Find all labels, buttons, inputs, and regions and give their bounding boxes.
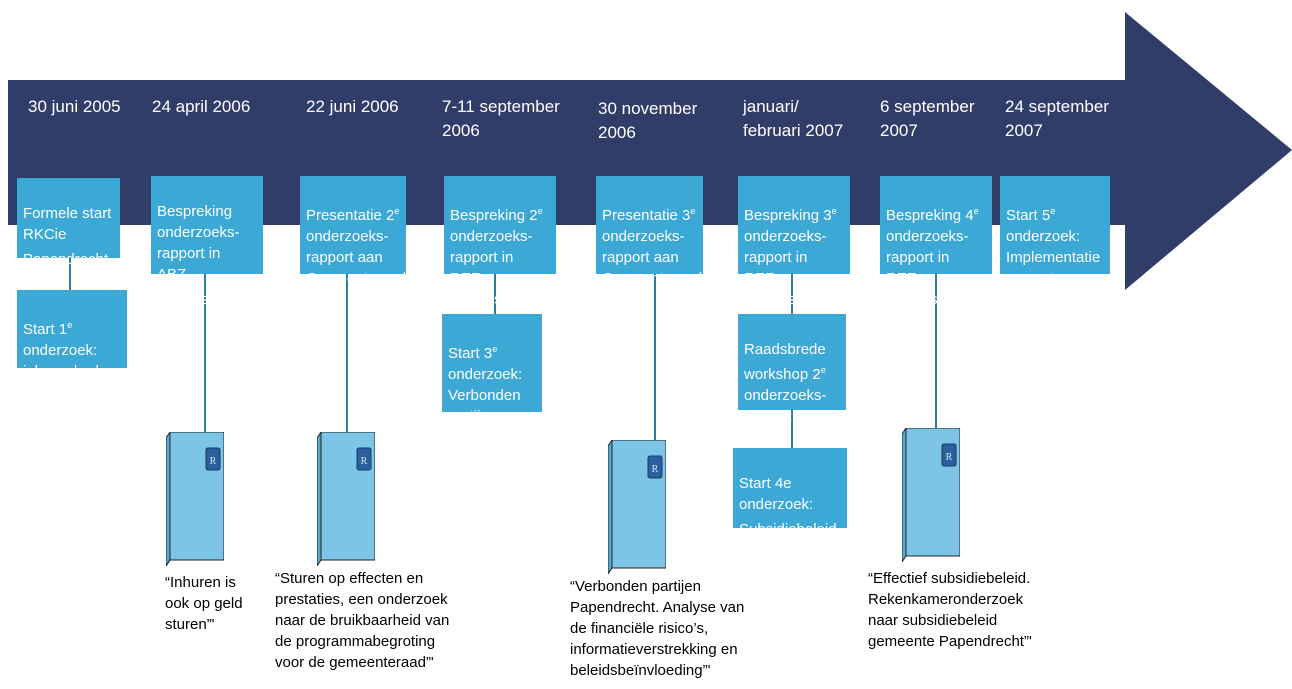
report-caption-4: “Effectief subsidiebeleid. Rekenkamerond… — [868, 570, 1032, 650]
date-7: 6 september 2007 — [880, 97, 975, 140]
event-box-5: Presentatie 3e onderzoeks- rapport aan G… — [596, 176, 703, 286]
event-box-6: Bespreking 3e onderzoeks- rapport in REF… — [738, 176, 850, 308]
event-box-2: Bespreking onderzoeks- rapport in ABZ- c… — [151, 176, 263, 308]
substart-box-1: Start 1e onderzoek: inhuur derden — [17, 290, 127, 380]
connector-6b — [791, 410, 793, 448]
date-1: 30 juni 2005 — [28, 97, 121, 116]
event-box-1: Formele start RKCie Papendrecht — [17, 178, 120, 268]
report-book-icon-2: R — [317, 432, 375, 566]
svg-text:R: R — [652, 464, 659, 475]
connector-2 — [204, 274, 206, 440]
event-box-4: Bespreking 2e onderzoeks- rapport in REF… — [444, 176, 556, 308]
date-6: januari/ februari 2007 — [743, 97, 844, 140]
connector-7 — [935, 274, 937, 436]
event-box-7: Bespreking 4e onderzoeks- rapport in REF… — [880, 176, 992, 308]
date-2: 24 april 2006 — [152, 97, 251, 116]
event-box-3: Presentatie 2e onderzoeks- rapport aan G… — [300, 176, 406, 286]
report-caption-1: “Inhuren is ook op geld sturen”' — [165, 574, 243, 633]
substart-box-4: Start 4e onderzoek: Subsidiebeleid — [733, 448, 847, 538]
date-3: 22 juni 2006 — [306, 97, 399, 116]
substart-box-2: Start 3e onderzoek: Verbonden partijen — [442, 314, 542, 424]
report-caption-3: “Verbonden partijen Papendrecht. Analyse… — [570, 578, 745, 679]
report-book-icon-4: R — [902, 428, 960, 562]
date-4: 7-11 september 2006 — [442, 97, 560, 140]
report-book-icon-1: R — [166, 432, 224, 566]
svg-text:R: R — [361, 456, 368, 467]
connector-5 — [654, 274, 656, 449]
report-book-icon-3: R — [608, 440, 666, 574]
svg-text:R: R — [946, 452, 953, 463]
date-5: 30 november 2006 — [598, 99, 698, 142]
date-8: 24 september 2007 — [1005, 97, 1109, 140]
connector-1 — [69, 258, 71, 290]
event-box-8: Start 5e onderzoek: Implementatie rappor… — [1000, 176, 1110, 286]
svg-text:R: R — [210, 456, 217, 467]
substart-box-3: Raadsbrede workshop 2e onderzoeks- rappo… — [738, 314, 846, 425]
connector-4 — [494, 274, 496, 314]
report-caption-2: “Sturen op effecten en prestaties, een o… — [275, 570, 450, 671]
connector-6a — [791, 274, 793, 314]
connector-3 — [346, 274, 348, 440]
